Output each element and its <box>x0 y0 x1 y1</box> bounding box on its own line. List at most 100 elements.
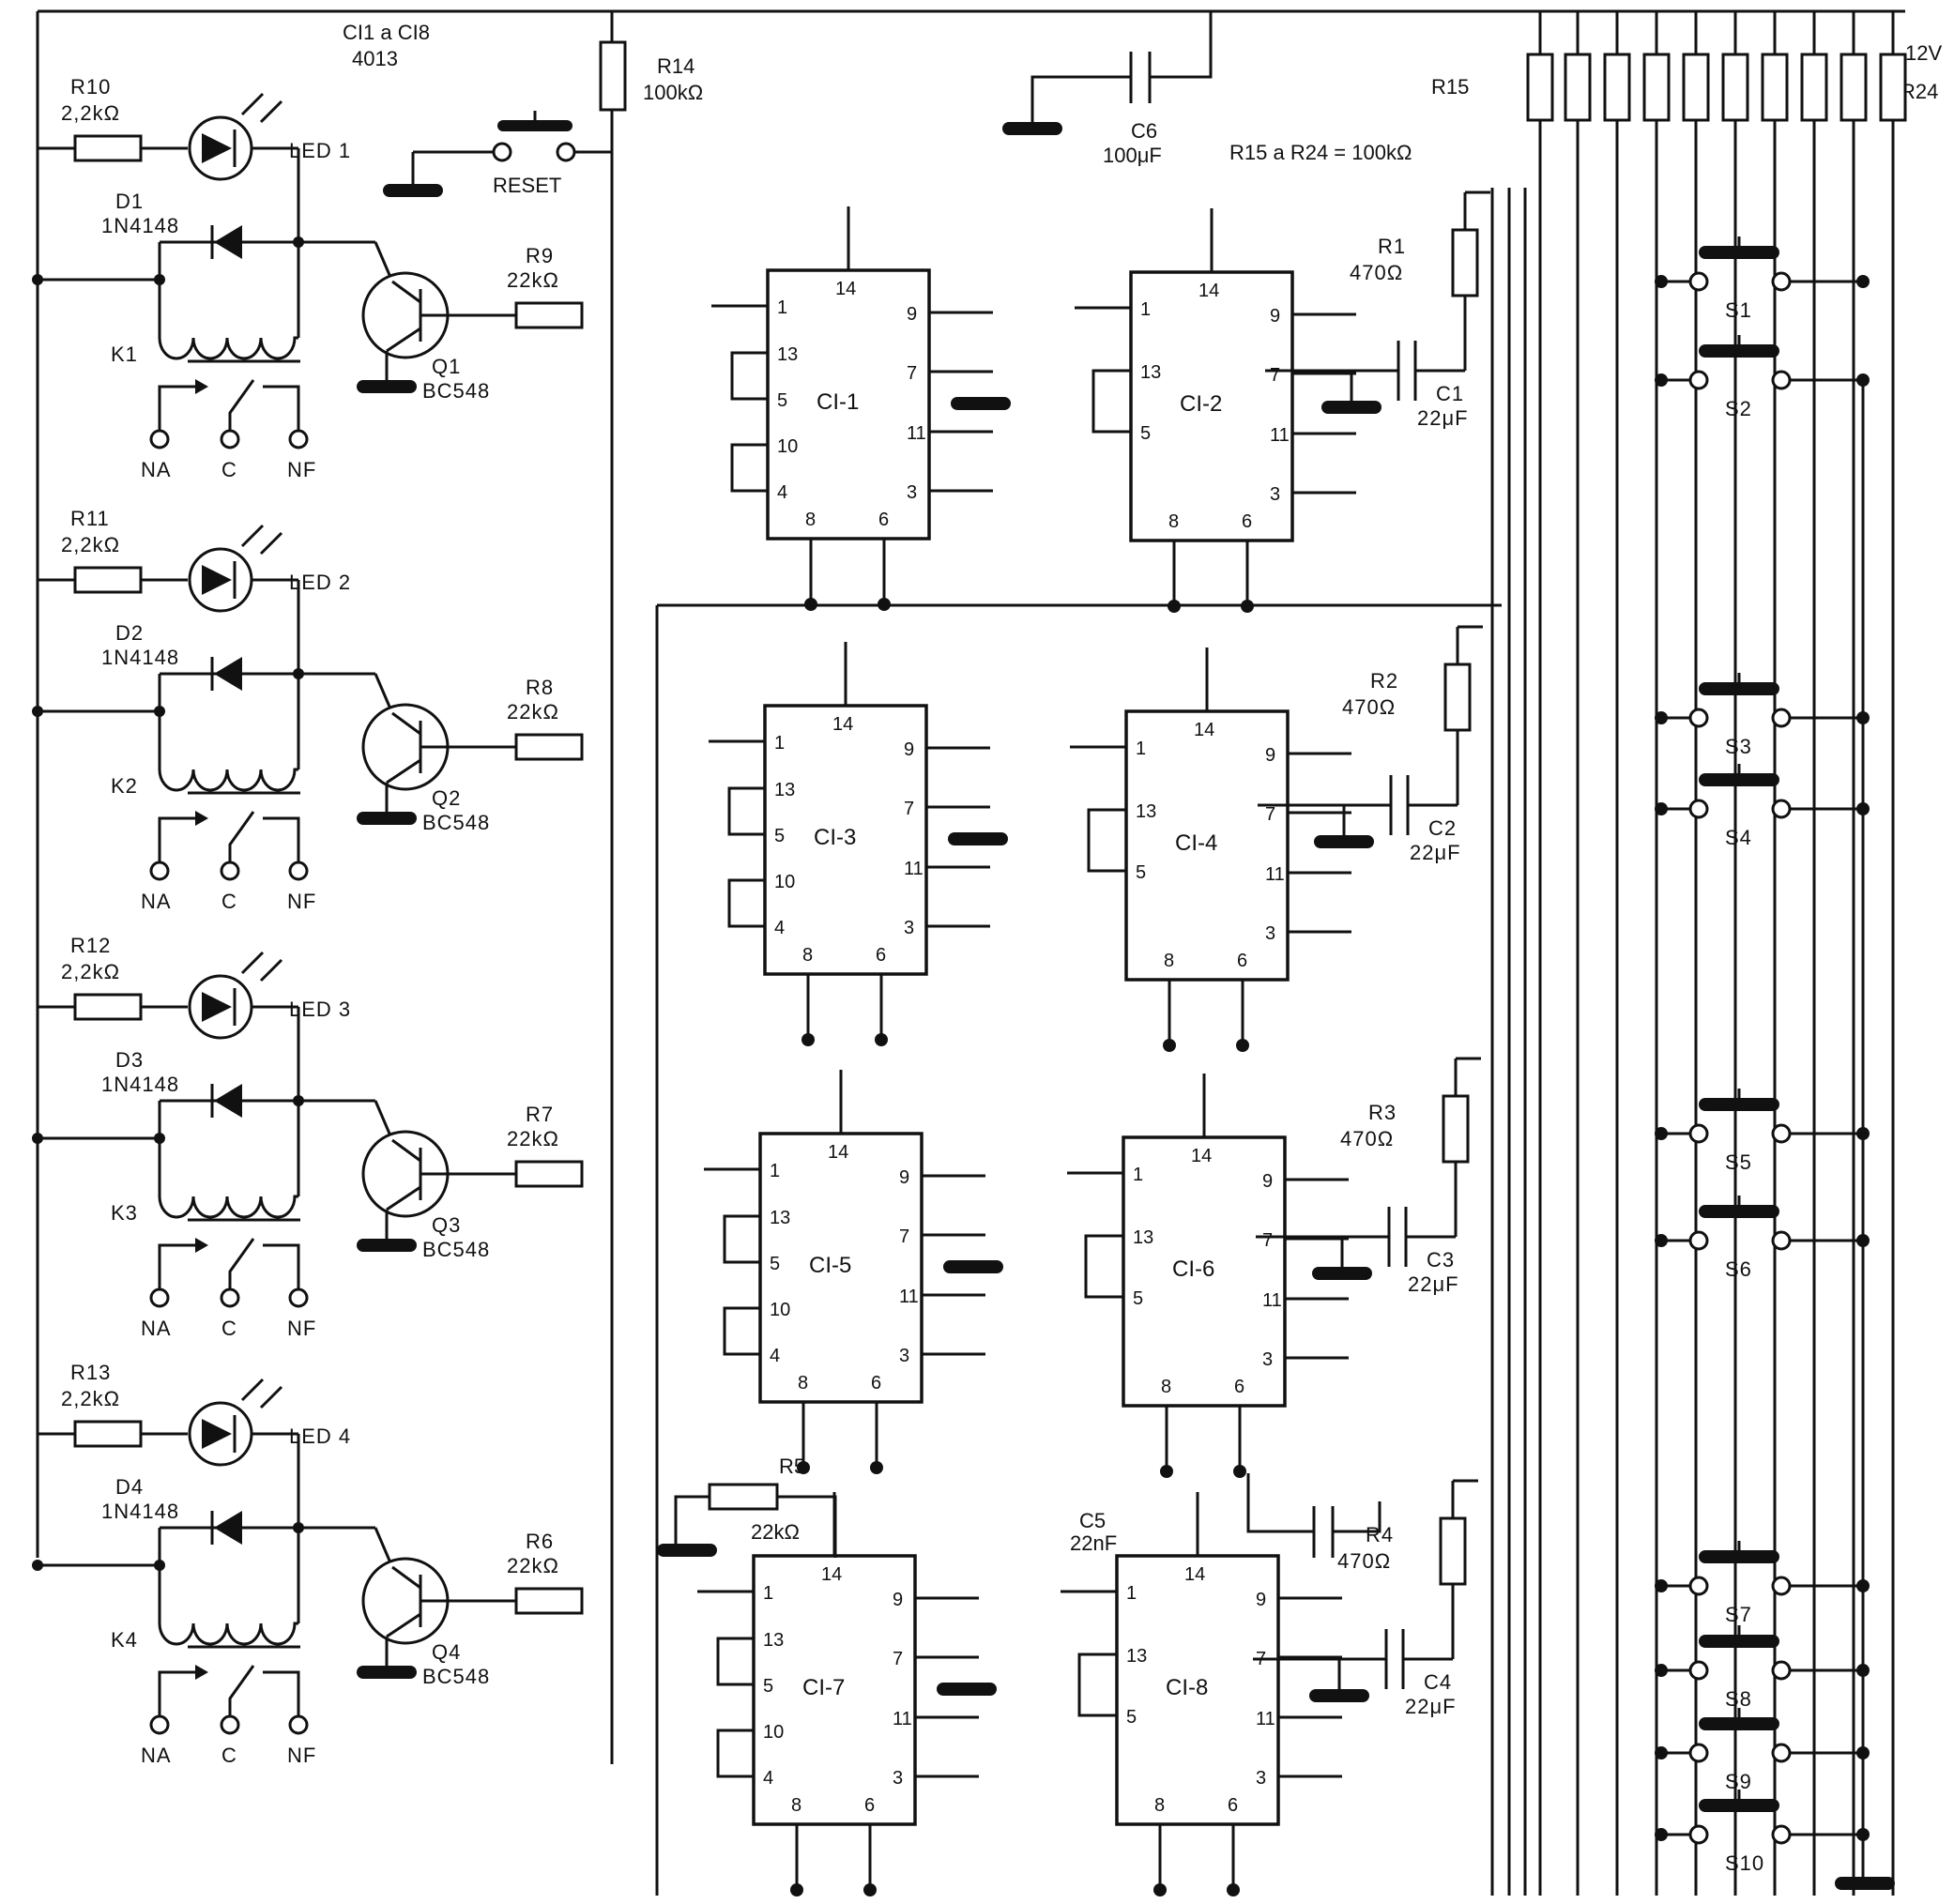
rc-networks: R1470ΩC122μFR2470ΩC222μFR3470ΩC322μFR447… <box>1253 190 1490 1718</box>
arrow-icon <box>195 379 208 394</box>
r5-value: 22kΩ <box>751 1520 800 1544</box>
timing-resistor <box>1443 663 1472 732</box>
terminal-c[interactable] <box>220 1714 240 1735</box>
terminal-c[interactable] <box>220 429 240 449</box>
timing-resistor-name: R1 <box>1378 235 1406 258</box>
switch-s2[interactable]: S2 <box>1655 335 1870 420</box>
relay-name: K3 <box>111 1201 138 1225</box>
switch-s7[interactable]: S7 <box>1655 1541 1870 1626</box>
diode-name: D3 <box>115 1048 144 1072</box>
pin-right: 9 <box>904 739 914 760</box>
pin-loop <box>727 878 765 928</box>
pin-6: 6 <box>876 945 886 966</box>
base-resistor-value: 22kΩ <box>507 1554 559 1577</box>
gnd-switches <box>1835 1877 1895 1890</box>
switch-terminal <box>1771 370 1792 390</box>
switch-terminal <box>1688 370 1709 390</box>
timing-resistor-value: 470Ω <box>1337 1549 1391 1573</box>
pin-8: 8 <box>1168 511 1179 532</box>
pin-left: 5 <box>1140 423 1151 444</box>
switch-s9[interactable]: S9 <box>1655 1708 1870 1793</box>
pin-6: 6 <box>1228 1795 1238 1816</box>
pin-loop <box>1077 1653 1117 1717</box>
diode-name: D1 <box>115 190 144 213</box>
r14-name: R14 <box>657 54 695 78</box>
switch-s6[interactable]: S6 <box>1655 1196 1870 1281</box>
nf-label: NF <box>287 1317 316 1340</box>
switch-s8[interactable]: S8 <box>1655 1625 1870 1711</box>
switch-cap <box>1699 1098 1779 1111</box>
pin-right: 9 <box>899 1167 909 1188</box>
switch-terminal <box>1771 1576 1792 1596</box>
switch-s5[interactable]: S5 <box>1655 1089 1870 1174</box>
transistor-type: BC548 <box>422 811 490 834</box>
junction <box>1655 275 1668 288</box>
pin-left: 5 <box>1126 1707 1137 1728</box>
led-resistor <box>73 993 143 1021</box>
arrow-icon <box>195 1665 208 1680</box>
pin-right: 9 <box>1262 1171 1273 1192</box>
timing-resistor-value: 470Ω <box>1340 1127 1394 1150</box>
terminal-nf[interactable] <box>288 861 309 881</box>
light-arrow-icon <box>259 99 283 124</box>
light-arrow-icon <box>240 524 265 548</box>
wire <box>391 711 421 736</box>
switch-s10[interactable]: S10 <box>1655 1790 1870 1875</box>
pin-left: 10 <box>774 872 795 892</box>
base-resistor-value: 22kΩ <box>507 700 559 724</box>
diode-name: D4 <box>115 1475 144 1499</box>
contact-na <box>158 385 197 432</box>
terminal-nf[interactable] <box>288 1714 309 1735</box>
terminal-c[interactable] <box>220 861 240 881</box>
c-label: C <box>221 1317 237 1340</box>
gnd-transistor <box>357 380 417 393</box>
timing-resistor <box>1451 228 1479 297</box>
pin-left: 1 <box>777 297 787 318</box>
pin-6: 6 <box>871 1373 881 1394</box>
pin-8: 8 <box>802 945 813 966</box>
terminal-na[interactable] <box>149 1714 170 1735</box>
switch-terminal <box>1688 799 1709 819</box>
switch-s4[interactable]: S4 <box>1655 764 1870 849</box>
light-arrow-icon <box>240 92 265 116</box>
terminal-na[interactable] <box>149 1287 170 1308</box>
switch-s1[interactable]: S1 <box>1655 236 1870 322</box>
pin-right: 11 <box>899 1287 919 1307</box>
pin-right: 9 <box>893 1590 903 1610</box>
led-resistor <box>73 1420 143 1448</box>
switch-terminal <box>1771 799 1792 819</box>
switch-terminal <box>1688 1123 1709 1144</box>
terminal-nf[interactable] <box>288 429 309 449</box>
terminal-na[interactable] <box>149 429 170 449</box>
pin-left: 13 <box>1136 801 1156 822</box>
pin-loop <box>716 1637 754 1686</box>
led-resistor-value: 2,2kΩ <box>61 101 120 125</box>
junction <box>154 706 165 717</box>
pin-right: 11 <box>893 1709 912 1729</box>
terminal-nf[interactable] <box>288 1287 309 1308</box>
pin-left: 1 <box>1133 1165 1143 1185</box>
pin-left: 4 <box>770 1346 780 1366</box>
junction <box>863 1883 877 1896</box>
reset-switch[interactable] <box>492 111 576 162</box>
contact-nf <box>263 385 300 432</box>
junction <box>790 1883 803 1896</box>
pin-loop <box>727 786 765 836</box>
pin-left: 13 <box>774 780 795 800</box>
transistor-name: Q2 <box>432 786 461 810</box>
pin-loop <box>1084 1234 1123 1299</box>
switch-s3[interactable]: S3 <box>1655 673 1870 758</box>
pin-loop <box>730 351 768 401</box>
contact-na <box>158 1670 197 1717</box>
pin-14: 14 <box>828 1142 848 1163</box>
pin-loop <box>1091 369 1131 434</box>
wire <box>386 758 421 784</box>
relay-name: K1 <box>111 343 138 366</box>
terminal-na[interactable] <box>149 861 170 881</box>
terminal-c[interactable] <box>220 1287 240 1308</box>
base-resistor-name: R7 <box>526 1103 554 1126</box>
switch-label: S1 <box>1725 298 1752 322</box>
